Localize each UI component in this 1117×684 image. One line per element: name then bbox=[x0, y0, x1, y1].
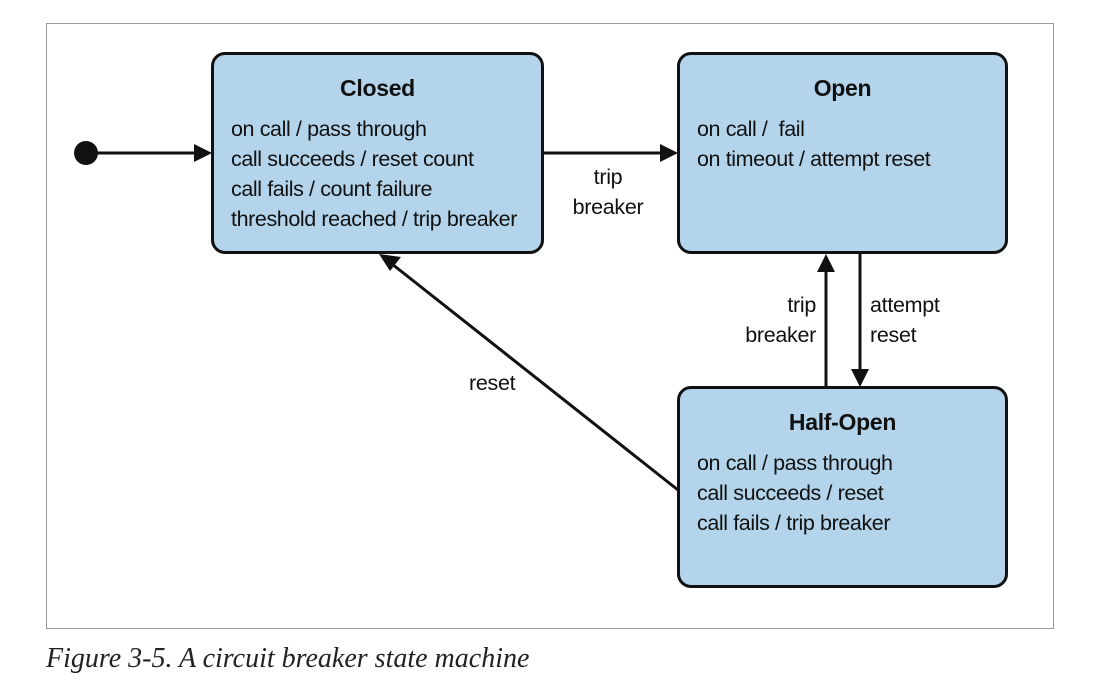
state-actions: on call / pass through call succeeds / r… bbox=[231, 114, 541, 234]
open-to-half-open-label: attempt reset bbox=[870, 290, 970, 350]
state-half-open: Half-Open on call / pass through call su… bbox=[677, 386, 1008, 588]
state-title: Open bbox=[813, 75, 872, 101]
closed-to-open-label: trip breaker bbox=[568, 162, 648, 222]
label-line: breaker bbox=[572, 195, 644, 219]
action-line: call fails / count failure bbox=[231, 177, 433, 201]
figure-caption: Figure 3-5. A circuit breaker state mach… bbox=[46, 643, 530, 674]
action-line: call fails / trip breaker bbox=[697, 511, 891, 535]
action-line: on timeout / attempt reset bbox=[697, 147, 931, 171]
state-actions: on call / pass through call succeeds / r… bbox=[697, 448, 1005, 538]
half-open-to-open-label: trip breaker bbox=[732, 290, 816, 350]
state-closed: Closed on call / pass through call succe… bbox=[211, 52, 544, 254]
action-line: on call / fail bbox=[697, 117, 805, 141]
action-line: on call / pass through bbox=[231, 117, 427, 141]
action-line: call succeeds / reset count bbox=[231, 147, 474, 171]
action-line: call succeeds / reset bbox=[697, 481, 884, 505]
state-actions: on call / fail on timeout / attempt rese… bbox=[697, 114, 1005, 174]
half-open-to-closed-arrow bbox=[391, 262, 679, 492]
label-line: breaker bbox=[745, 323, 816, 347]
state-title: Half-Open bbox=[788, 409, 897, 435]
initial-state-dot bbox=[74, 141, 98, 165]
label-line: reset bbox=[870, 323, 917, 347]
action-line: on call / pass through bbox=[697, 451, 893, 475]
label-line: attempt bbox=[870, 293, 940, 317]
label-line: trip bbox=[593, 165, 623, 189]
action-line: threshold reached / trip breaker bbox=[231, 207, 517, 231]
state-open: Open on call / fail on timeout / attempt… bbox=[677, 52, 1008, 254]
label-line: trip bbox=[787, 293, 816, 317]
half-open-to-closed-label: reset bbox=[469, 368, 516, 398]
state-title: Closed bbox=[340, 75, 415, 101]
label-line: reset bbox=[469, 371, 516, 395]
